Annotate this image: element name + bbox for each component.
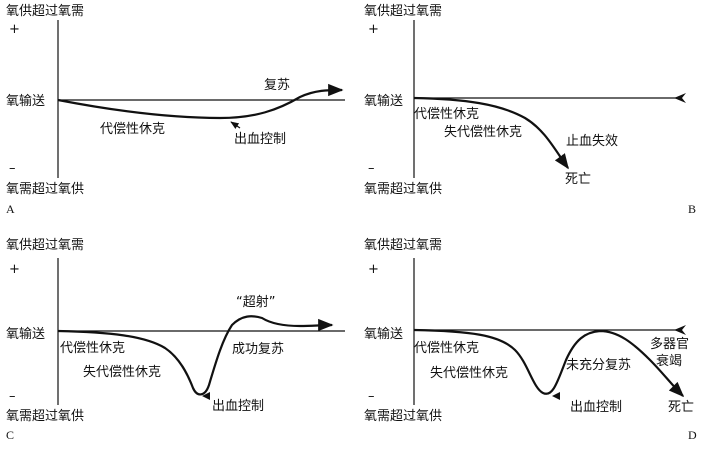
panel-d-top-label: 氧供超过氧需: [364, 238, 442, 253]
panel-b-top-label: 氧供超过氧需: [364, 4, 442, 19]
panel-c-decompensated-shock: 失代偿性休克: [83, 365, 161, 380]
panel-a-plus-sign: +: [9, 22, 20, 37]
panel-a-minus-sign: –: [9, 161, 16, 176]
panel-b-death: 死亡: [565, 172, 591, 187]
panel-b-curve: [413, 96, 569, 170]
panel-d-decompensated-shock: 失代偿性休克: [430, 366, 508, 381]
panel-b: 氧供超过氧需 + 氧输送 – 氧需超过氧供 B 代偿性休克 失代偿性休克 止血失…: [364, 4, 696, 216]
panel-d-multiple-organ: 多器官: [650, 336, 689, 352]
panel-c: 氧供超过氧需 + 氧输送 – 氧需超过氧供 C “超射” 代偿性休克 成功复苏 …: [6, 238, 345, 442]
panel-c-compensated-shock: 代偿性休克: [60, 341, 125, 356]
panel-a-baseline-label: 氧输送: [6, 93, 45, 109]
panel-a: 氧供超过氧需 + 氧输送 – 氧需超过氧供 A 代偿性休克 出血控制 复苏: [6, 4, 345, 216]
panel-c-top-label: 氧供超过氧需: [6, 238, 84, 253]
panel-a-letter: A: [6, 202, 15, 216]
panel-d: 氧供超过氧需 + 氧输送 – 氧需超过氧供 D 代偿性休克 多器官 衰竭 未充分…: [364, 238, 697, 442]
panel-c-letter: C: [6, 428, 14, 442]
panel-d-bottom-label: 氧需超过氧供: [364, 409, 442, 424]
panel-b-compensated-shock: 代偿性休克: [414, 107, 479, 122]
panel-c-bottom-label: 氧需超过氧供: [6, 409, 84, 424]
panel-a-top-label: 氧供超过氧需: [6, 4, 84, 19]
panel-b-failed-hemostasis: 止血失效: [566, 134, 618, 149]
panel-c-successful-resuscitation: 成功复苏: [232, 341, 284, 357]
panel-d-baseline-label: 氧输送: [364, 326, 403, 342]
panel-b-end-marker-icon: [674, 93, 686, 103]
panel-b-bottom-label: 氧需超过氧供: [364, 182, 442, 197]
panel-b-plus-sign: +: [368, 22, 379, 37]
panel-d-minus-sign: –: [368, 389, 375, 404]
panel-a-hemorrhage-pointer: [230, 121, 241, 129]
panel-d-letter: D: [688, 428, 697, 442]
panel-c-hemorrhage-pointer-icon: [202, 392, 210, 400]
panel-b-letter: B: [688, 202, 696, 216]
panel-c-curve: [57, 315, 334, 396]
panel-b-decompensated-shock: 失代偿性休克: [444, 125, 522, 140]
panel-d-hemorrhage-control: 出血控制: [570, 400, 622, 415]
panel-b-baseline-label: 氧输送: [364, 93, 403, 109]
panel-d-failure: 衰竭: [656, 353, 682, 369]
panel-c-baseline-label: 氧输送: [6, 326, 45, 342]
panel-b-minus-sign: –: [368, 161, 375, 176]
panel-c-overshoot: “超射”: [236, 294, 275, 310]
panel-a-resuscitation: 复苏: [264, 77, 290, 93]
panel-d-compensated-shock: 代偿性休克: [414, 341, 479, 356]
panel-d-plus-sign: +: [368, 262, 379, 277]
panel-c-plus-sign: +: [9, 262, 20, 277]
panel-d-death: 死亡: [668, 400, 694, 415]
panel-a-compensated-shock: 代偿性休克: [100, 122, 165, 137]
panel-d-inadequate-resuscitation: 未充分复苏: [566, 357, 631, 373]
panel-c-hemorrhage-control: 出血控制: [212, 399, 264, 414]
panel-a-curve: [57, 83, 344, 120]
panel-d-end-marker-icon: [674, 325, 686, 335]
panel-d-curve: [413, 328, 685, 398]
panel-a-hemorrhage-control: 出血控制: [234, 132, 286, 147]
panel-d-hemorrhage-pointer-icon: [552, 392, 560, 400]
panel-c-minus-sign: –: [9, 389, 16, 404]
panel-a-bottom-label: 氧需超过氧供: [6, 182, 84, 197]
